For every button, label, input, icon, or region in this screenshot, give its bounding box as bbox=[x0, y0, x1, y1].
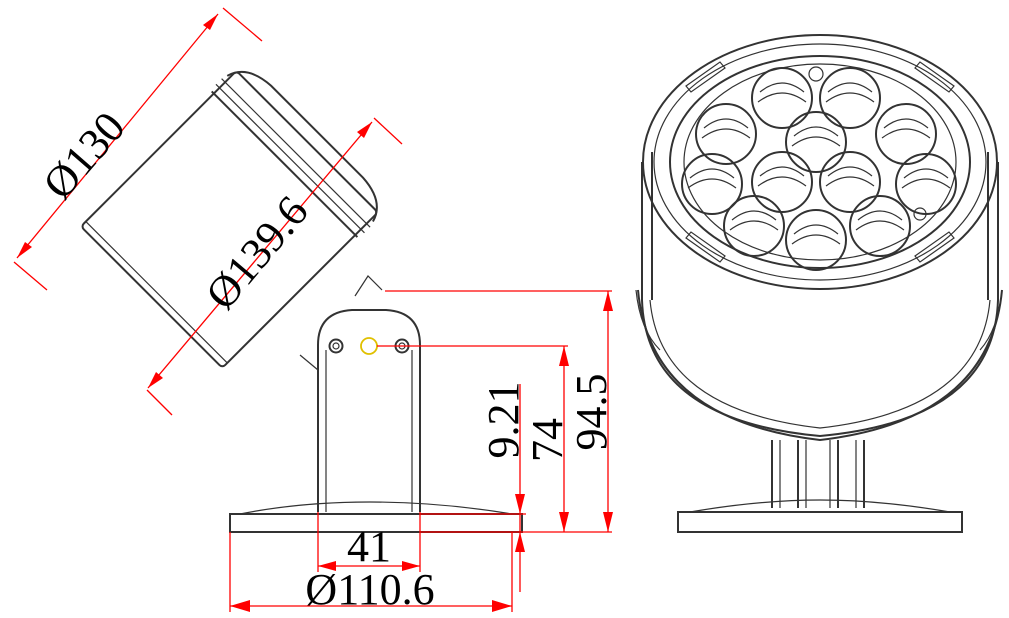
led-cup-icon bbox=[895, 153, 957, 215]
front-base-plate bbox=[677, 499, 963, 533]
led-cup-icon bbox=[849, 195, 911, 257]
side-bracket bbox=[299, 275, 421, 512]
led-cup-icon bbox=[695, 103, 757, 165]
led-cup-icon bbox=[875, 103, 937, 165]
dim-pivot-offset-label: 9.21 bbox=[479, 382, 528, 459]
front-stand bbox=[771, 440, 865, 508]
pivot-point-icon bbox=[360, 337, 378, 355]
led-cup-icon bbox=[819, 67, 881, 129]
led-cup-icon bbox=[819, 151, 881, 213]
front-bezel bbox=[642, 34, 998, 290]
dim-bracket-width: 41 bbox=[317, 512, 421, 572]
dim-pivot-height-label: 74 bbox=[523, 418, 572, 462]
dim-total-height-label: 94.5 bbox=[567, 374, 616, 451]
dim-head-diameter-label: Ø130 bbox=[33, 103, 134, 209]
dim-pivot-height: 74 bbox=[377, 345, 572, 532]
led-cup-icon bbox=[681, 153, 743, 215]
led-cup-icon bbox=[785, 209, 847, 271]
dim-bezel-diameter: Ø139.6 bbox=[146, 117, 403, 416]
led-optics bbox=[681, 67, 957, 271]
led-cup-icon bbox=[751, 151, 813, 213]
dim-base-diameter: Ø110.6 bbox=[229, 532, 513, 614]
led-cup-icon bbox=[751, 67, 813, 129]
front-housing bbox=[635, 152, 1003, 442]
dim-pivot-offset: 9.21 bbox=[420, 382, 528, 592]
side-view: Ø130 Ø139.6 41 Ø110.6 bbox=[13, 7, 616, 614]
dim-head-diameter: Ø130 bbox=[13, 7, 263, 291]
led-cup-icon bbox=[785, 111, 847, 173]
side-lamp-head bbox=[81, 70, 378, 368]
dim-base-diameter-label: Ø110.6 bbox=[305, 565, 434, 614]
front-view bbox=[635, 34, 1003, 533]
led-cup-icon bbox=[723, 195, 785, 257]
dim-bracket-width-label: 41 bbox=[347, 522, 391, 571]
dim-bezel-diameter-label: Ø139.6 bbox=[196, 187, 318, 319]
dim-total-height: 94.5 bbox=[385, 290, 616, 533]
